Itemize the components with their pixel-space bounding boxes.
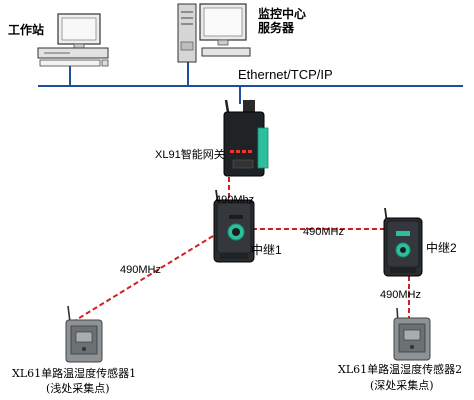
monitor-center-label: 监控中心: [258, 7, 307, 21]
sensor2-sublabel: (深处采集点): [370, 379, 434, 392]
repeater1-device-icon: [213, 189, 255, 263]
repeater2-device-icon: [383, 207, 423, 277]
repeater2-label: 中继2: [426, 241, 457, 255]
sensor1-label: XL61单路温湿度传感器1: [12, 367, 137, 380]
gateway-label: XL91智能网关: [155, 149, 225, 161]
sensor1-device-icon: [65, 305, 103, 363]
server-computer-icon: [177, 3, 251, 63]
ethernet-label: Ethernet/TCP/IP: [238, 67, 333, 82]
workstation-computer-icon: [37, 13, 109, 67]
server-label: 服务器: [258, 21, 295, 35]
link-label-gateway-repeater1: 490Mhz: [215, 194, 255, 206]
repeater1-label: 中继1: [251, 243, 282, 257]
link-label-repeater1-sensor1: 490MHz: [120, 264, 161, 276]
sensor2-device-icon: [393, 307, 431, 361]
workstation-label: 工作站: [8, 23, 45, 37]
link-label-repeater2-sensor2: 490MHz: [380, 289, 421, 301]
sensor1-sublabel: (浅处采集点): [46, 382, 110, 395]
link-label-repeater1-repeater2: 490MHz: [303, 226, 344, 238]
gateway-device-icon: [223, 99, 269, 177]
link-repeater1-sensor1: [75, 235, 214, 321]
sensor2-label: XL61单路温湿度传感器2: [338, 363, 463, 376]
